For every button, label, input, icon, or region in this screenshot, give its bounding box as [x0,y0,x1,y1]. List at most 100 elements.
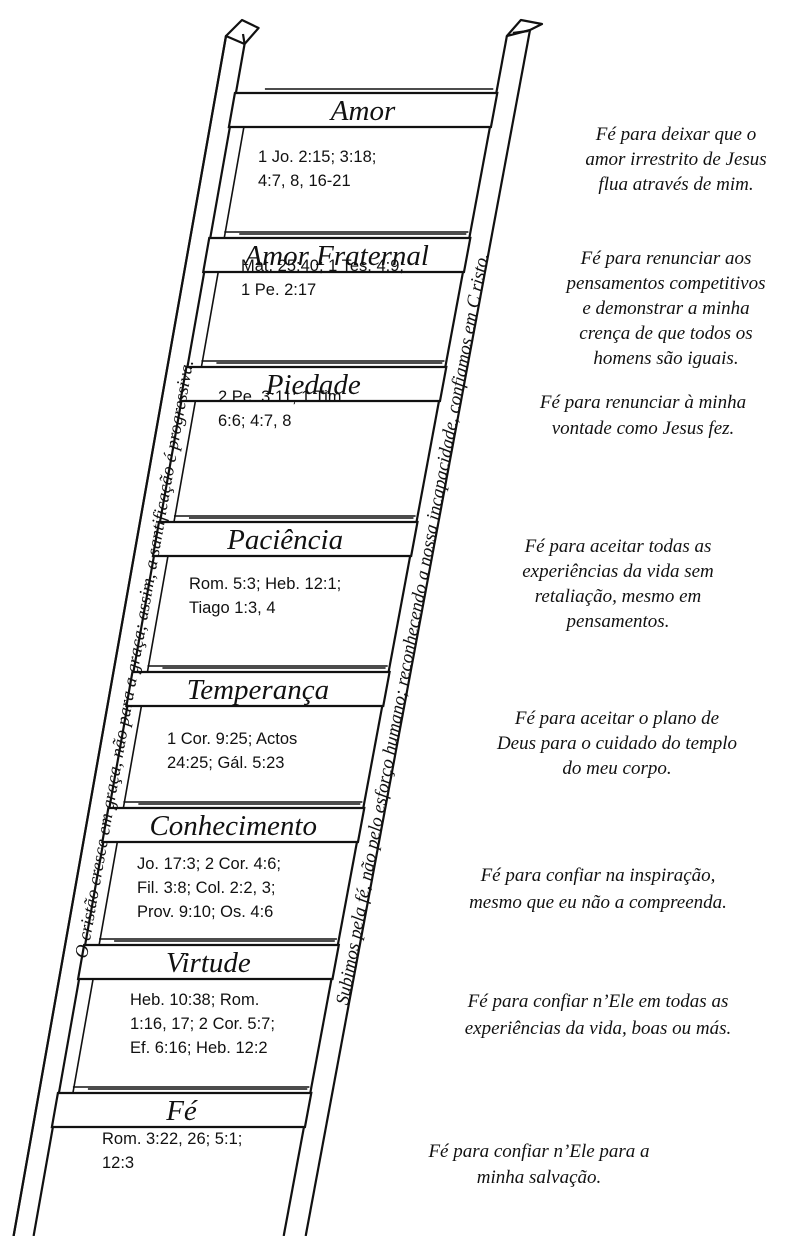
right-rail-top-cap [505,18,544,38]
reference-line-fe-1: 12:3 [102,1154,134,1172]
rung-title-paciencia: Paciência [226,524,343,556]
reference-line-paciencia-0: Rom. 5:3; Heb. 12:1; [189,575,341,593]
right-rail-cap-edge [512,29,529,35]
rung-title-fe: Fé [165,1095,198,1127]
faith-line-fe-0: Fé para confiar n’Ele para a [427,1141,649,1162]
rung-bar-temperanca [125,670,391,708]
ladder-rails [12,18,544,1236]
reference-line-conhecimento-0: Jo. 17:3; 2 Cor. 4:6; [137,855,281,873]
faith-line-paciencia-2: retaliação, mesmo em [535,586,702,607]
reference-line-virtude-2: Ef. 6:16; Heb. 12:2 [130,1039,268,1057]
faith-line-amor-fraternal-1: pensamentos competitivos [565,273,766,294]
rung-bar-paciencia [151,520,419,558]
ladder-inner-shadows [72,126,469,1094]
inner-shadow-4 [122,705,143,809]
faith-line-conhecimento-0: Fé para confiar na inspiração, [480,865,716,886]
references-conhecimento: Jo. 17:3; 2 Cor. 4:6; Fil. 3:8; Col. 2:2,… [137,855,281,921]
rung-title-temperanca: Temperança [187,674,329,706]
inner-shadow-1 [200,271,220,368]
inner-shadow-2 [173,400,197,523]
faith-line-amor-fraternal-2: e demonstrar a minha [582,298,749,319]
faith-line-temperanca-1: Deus para o cuidado do templo [496,733,737,754]
faith-line-virtude-1: experiências da vida, boas ou más. [465,1018,731,1039]
faith-line-piedade-1: vontade como Jesus fez. [552,418,735,439]
faith-line-fe-1: minha salvação. [477,1167,602,1188]
rung-bar-conhecimento [101,806,366,844]
rung-bar-virtude [76,943,341,981]
inner-shadow-6 [72,978,94,1094]
references-amor: 1 Jo. 2:15; 3:18; 4:7, 8, 16-21 [258,148,376,190]
faith-line-paciencia-3: pensamentos. [565,611,670,632]
rung-title-amor: Amor [329,95,396,127]
inner-shadow-3 [146,555,169,673]
left-rail-outer-line [12,35,228,1236]
rung-temperanca: Temperança 1 Cor. 9:25; Actos 24:25; Gál. … [125,667,391,772]
references-temperanca: 1 Cor. 9:25; Actos 24:25; Gál. 5:23 [167,730,297,772]
inner-shadow-5 [98,841,119,946]
reference-line-amor-0: 1 Jo. 2:15; 3:18; [258,148,376,166]
inner-shadow-0 [223,126,245,239]
faith-line-amor-2: flua através de mim. [598,174,753,195]
faith-note-piedade: Fé para renunciar à minha vontade como Je… [539,392,746,439]
faith-note-paciencia: Fé para aceitar todas as experiências da … [522,536,714,632]
reference-line-paciencia-1: Tiago 1:3, 4 [189,599,276,617]
faith-note-amor: Fé para deixar que o amor irrestrito de J… [585,124,766,195]
reference-line-virtude-1: 1:16, 17; 2 Cor. 5:7; [130,1015,275,1033]
faith-line-conhecimento-1: mesmo que eu não a compreenda. [469,892,727,913]
reference-line-amor-fraternal-0: Mat. 25:40; 1 Tes. 4:9; [241,257,404,275]
reference-line-temperanca-1: 24:25; Gál. 5:23 [167,754,284,772]
rung-bar-amor [227,91,499,129]
rung-bar-fe [50,1091,313,1129]
reference-line-piedade-1: 6:6; 4:7, 8 [218,412,291,430]
faith-line-amor-1: amor irrestrito de Jesus [585,149,766,170]
faith-note-amor-fraternal: Fé para renunciar aos pensamentos competi… [565,248,766,369]
faith-note-virtude: Fé para confiar n’Ele em todas as experiê… [465,991,731,1039]
rung-bar-piedade [179,365,448,403]
left-rail-top-cap [224,18,260,46]
faith-line-paciencia-1: experiências da vida sem [522,561,714,582]
reference-line-fe-0: Rom. 3:22, 26; 5:1; [102,1130,242,1148]
reference-line-temperanca-0: 1 Cor. 9:25; Actos [167,730,297,748]
right-rail-outer-line [304,29,532,1236]
references-amor-fraternal: Mat. 25:40; 1 Tes. 4:9; 1 Pe. 2:17 [241,257,404,299]
faith-line-amor-fraternal-0: Fé para renunciar aos [580,248,752,269]
faith-annotations: Fé para deixar que o amor irrestrito de J… [427,124,766,1188]
right-rail-inner-line [282,35,508,1236]
left-rail-cap-edge [241,33,246,45]
reference-line-amor-fraternal-1: 1 Pe. 2:17 [241,281,316,299]
reference-line-piedade-0: 2 Pe. 3:11; 1 Tim. [218,388,346,406]
faith-line-amor-fraternal-3: crença de que todos os [579,323,752,344]
reference-line-amor-1: 4:7, 8, 16-21 [258,172,351,190]
faith-note-fe: Fé para confiar n’Ele para a minha salvaç… [427,1141,649,1188]
references-virtude: Heb. 10:38; Rom. 1:16, 17; 2 Cor. 5:7; Ef.… [130,991,275,1057]
reference-line-conhecimento-2: Prov. 9:10; Os. 4:6 [137,903,273,921]
references-fe: Rom. 3:22, 26; 5:1; 12:3 [102,1130,242,1172]
references-piedade: 2 Pe. 3:11; 1 Tim. 6:6; 4:7, 8 [218,388,346,430]
faith-line-amor-0: Fé para deixar que o [595,124,756,145]
faith-line-piedade-0: Fé para renunciar à minha [539,392,746,413]
faith-note-temperanca: Fé para aceitar o plano de Deus para o cu… [496,708,737,779]
reference-line-virtude-0: Heb. 10:38; Rom. [130,991,259,1009]
faith-line-temperanca-0: Fé para aceitar o plano de [514,708,719,729]
references-paciencia: Rom. 5:3; Heb. 12:1; Tiago 1:3, 4 [189,575,341,617]
faith-line-paciencia-0: Fé para aceitar todas as [524,536,712,557]
rung-amor: Amor 1 Jo. 2:15; 3:18; 4:7, 8, 16-21 [227,88,499,190]
rung-bar-amor-fraternal [201,236,472,274]
rung-title-conhecimento: Conhecimento [149,810,317,842]
faith-line-temperanca-2: do meu corpo. [562,758,671,779]
faith-line-virtude-0: Fé para confiar n’Ele em todas as [467,991,729,1012]
rung-title-virtude: Virtude [166,947,251,979]
faith-note-conhecimento: Fé para confiar na inspiração, mesmo que … [469,865,727,913]
faith-line-amor-fraternal-4: homens são iguais. [593,348,738,369]
rung-title-piedade: Piedade [265,369,361,401]
rung-title-amor-fraternal: Amor Fraternal [242,240,428,272]
reference-line-conhecimento-1: Fil. 3:8; Col. 2:2, 3; [137,879,275,897]
